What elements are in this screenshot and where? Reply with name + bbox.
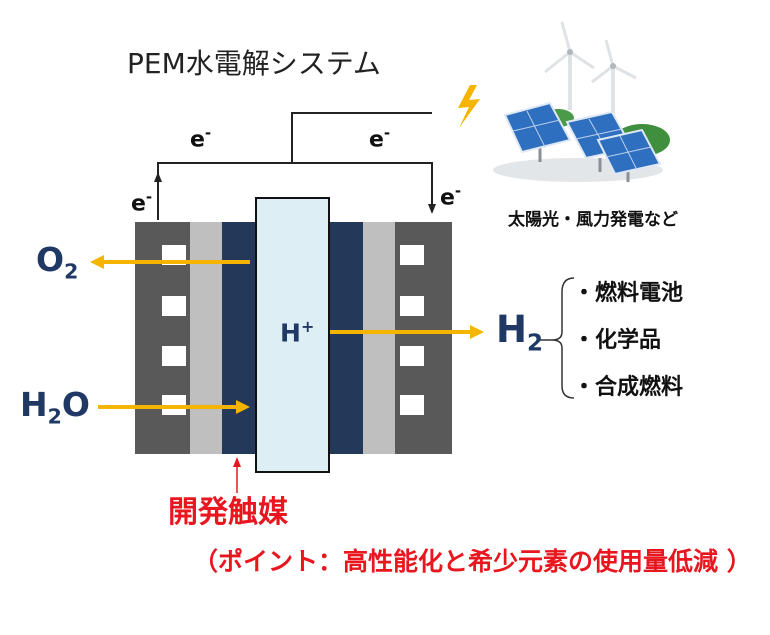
proton-label: H+: [280, 317, 315, 348]
use-item-synthetic-fuel: ・合成燃料: [573, 375, 684, 400]
renewable-label: 太陽光・風力発電など: [508, 210, 678, 230]
point-note: （ポイント：高性能化と希少元素の使用量低減 ）: [193, 547, 752, 576]
use-item-fuel-cell: ・燃料電池: [573, 281, 684, 306]
catalyst-label: 開発触媒: [168, 495, 288, 530]
water-label: H2O: [20, 385, 90, 429]
cathode-channel: [400, 346, 424, 366]
renewable-illustration: [493, 21, 670, 182]
source-wire: [291, 112, 432, 163]
lightning-icon: [458, 85, 480, 128]
use-item-chemicals: ・化学品: [573, 328, 662, 353]
electron-label-right: e-: [440, 182, 462, 211]
anode-catalyst-layer: [222, 222, 255, 454]
oxygen-label: O2: [36, 240, 79, 284]
hydrogen-label: H2: [496, 308, 543, 357]
anode-diffusion-layer: [190, 222, 222, 454]
anode-channel: [162, 296, 186, 316]
catalyst-pointer-head: [233, 457, 241, 467]
page-title: PEM水電解システム: [127, 47, 381, 80]
membrane: [255, 197, 330, 473]
oxygen-arrow-head: [90, 255, 104, 269]
anode-channel: [162, 346, 186, 366]
electron-arrow-right-down: [428, 204, 436, 214]
water-arrow-head: [236, 400, 250, 414]
hydrogen-arrow-head: [470, 325, 484, 339]
wind-turbine-icon: [544, 21, 637, 118]
electron-label-top-right: e-: [369, 124, 391, 153]
cathode-channel: [400, 296, 424, 316]
cathode-channel: [400, 395, 424, 415]
cathode-channel: [400, 245, 424, 265]
uses-bracket: [551, 277, 575, 399]
circuit-wire: [157, 162, 433, 220]
solar-panel-icon: [503, 101, 662, 182]
electron-label-left: e-: [131, 188, 153, 217]
cathode-catalyst-layer: [330, 222, 363, 454]
electron-label-top-left: e-: [190, 124, 212, 153]
cathode-diffusion-layer: [363, 222, 395, 454]
electron-arrow-left-up: [154, 172, 162, 182]
